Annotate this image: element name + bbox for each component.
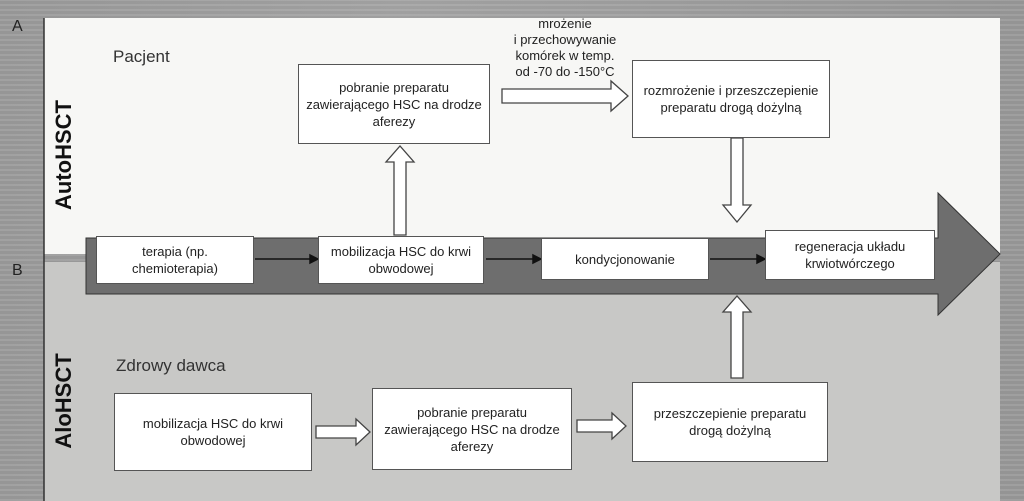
- box-auto-thaw-transplant: rozmrożenie i przeszczepienie preparatu …: [632, 60, 830, 138]
- box-mobilization-text: mobilizacja HSC do krwi obwodowej: [330, 244, 472, 276]
- patient-label: Pacjent: [113, 47, 170, 66]
- autohsct-panel: [44, 18, 1000, 254]
- hollow-arrow-right-storage: [501, 79, 629, 113]
- panel-b-letter: B: [12, 262, 23, 279]
- box-mobilization: mobilizacja HSC do krwi obwodowej: [318, 236, 484, 284]
- box-conditioning-text: kondycjonowanie: [575, 251, 675, 267]
- storage-note-line-1: mrożenie: [538, 16, 592, 31]
- box-therapy: terapia (np. chemioterapia): [96, 236, 254, 284]
- box-auto-apheresis: pobranie preparatu zawierającego HSC na …: [298, 64, 490, 144]
- hollow-arrow-up-mobilization: [384, 145, 416, 236]
- donor-label: Zdrowy dawca: [116, 356, 226, 375]
- box-allo-apheresis: pobranie preparatu zawierającego HSC na …: [372, 388, 572, 470]
- box-auto-thaw-transplant-text: rozmrożenie i przeszczepienie preparatu …: [643, 83, 819, 115]
- storage-note-line-2: i przechowywanie: [513, 32, 617, 47]
- storage-note-line-3: komórek w temp.: [515, 48, 615, 63]
- storage-note-line-4: od -70 do -150°C: [515, 64, 615, 79]
- hollow-arrow-right-allo-2: [576, 411, 627, 441]
- box-auto-apheresis-text: pobranie preparatu zawierającego HSC na …: [306, 79, 482, 129]
- allohsct-label: AloHSCT: [51, 353, 76, 449]
- box-conditioning: kondycjonowanie: [541, 238, 709, 280]
- box-regeneration-text: regeneracja układu krwiotwórczego: [794, 239, 906, 271]
- box-allo-transplant: przeszczepienie preparatu drogą dożylną: [632, 382, 828, 462]
- box-allo-mobilization: mobilizacja HSC do krwi obwodowej: [114, 393, 312, 471]
- box-allo-apheresis-text: pobranie preparatu zawierającego HSC na …: [384, 404, 560, 454]
- autohsct-label: AutoHSCT: [51, 100, 76, 210]
- box-therapy-text: terapia (np. chemioterapia): [132, 244, 218, 276]
- hollow-arrow-down-thaw: [721, 137, 753, 224]
- panel-a-letter: A: [12, 18, 23, 35]
- box-regeneration: regeneracja układu krwiotwórczego: [765, 230, 935, 280]
- storage-note: mrożenie i przechowywanie komórek w temp…: [502, 16, 628, 80]
- box-allo-transplant-text: przeszczepienie preparatu drogą dożylną: [653, 406, 807, 438]
- box-allo-mobilization-text: mobilizacja HSC do krwi obwodowej: [142, 416, 284, 448]
- hollow-arrow-up-allo: [721, 295, 753, 379]
- hollow-arrow-right-allo-1: [315, 417, 371, 447]
